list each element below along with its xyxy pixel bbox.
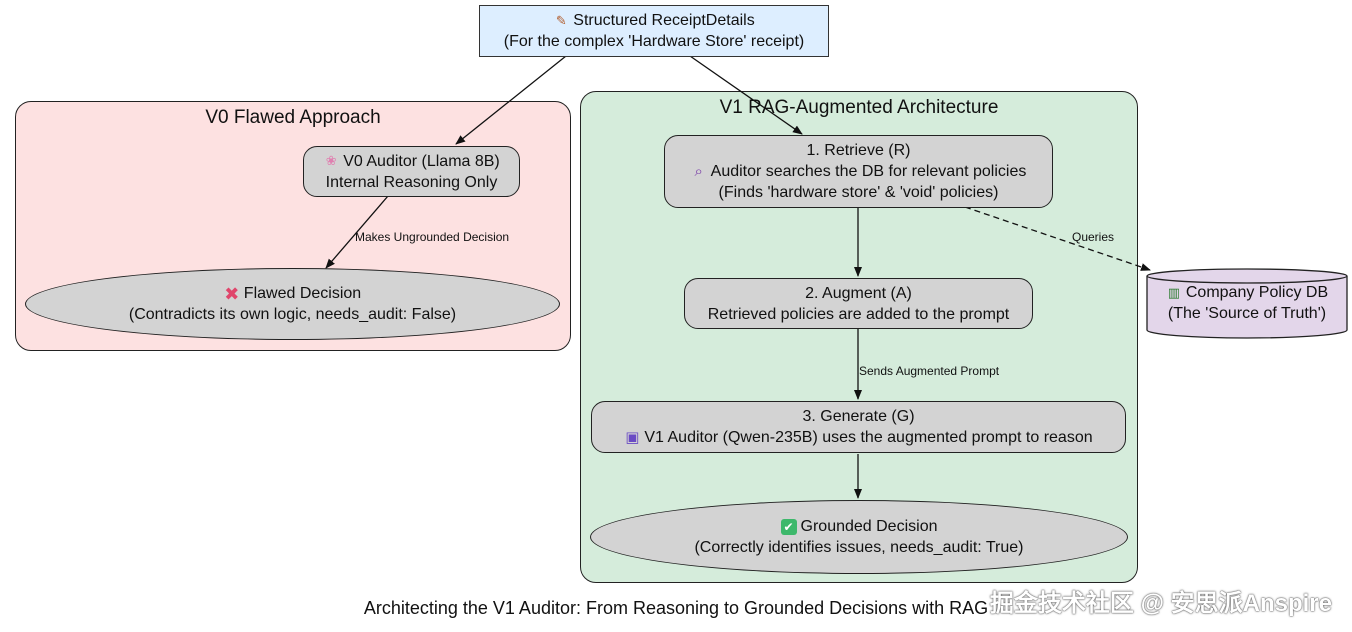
- edge-retrieve-to-db: [964, 206, 1151, 271]
- retrieve-description: Auditor searches the DB for relevant pol…: [710, 163, 1027, 180]
- retrieve-title: 1. Retrieve (R): [806, 142, 911, 159]
- flawed-decision-title: Flawed Decision: [243, 285, 362, 302]
- generate-description: V1 Auditor (Qwen-235B) uses the augmente…: [644, 429, 1093, 446]
- grounded-decision-node: ✔ Grounded Decision (Correctly identifie…: [590, 500, 1128, 574]
- receipt-details-title: Structured ReceiptDetails: [573, 12, 755, 29]
- flawed-decision-node: ✖ Flawed Decision (Contradicts its own l…: [25, 268, 560, 340]
- company-policy-db-node: ▥ Company Policy DB (The 'Source of Trut…: [1146, 268, 1348, 340]
- grounded-decision-subtitle: (Correctly identifies issues, needs_audi…: [694, 539, 1024, 556]
- v0-edge-label: Makes Ungrounded Decision: [355, 230, 510, 244]
- books-icon: ▥: [1167, 284, 1180, 300]
- augment-description: Retrieved policies are added to the prom…: [707, 305, 1010, 323]
- magnifier-icon: ⌕: [694, 162, 703, 180]
- robot-icon: ▣: [625, 428, 640, 446]
- v0-auditor-title: V0 Auditor (Llama 8B): [343, 152, 500, 170]
- db-title: Company Policy DB: [1185, 284, 1329, 301]
- receipt-details-node: ✎ Structured ReceiptDetails (For the com…: [479, 5, 829, 57]
- generate-node: 3. Generate (G) ▣ V1 Auditor (Qwen-235B)…: [591, 401, 1126, 453]
- v0-auditor-subtitle: Internal Reasoning Only: [325, 173, 498, 191]
- generate-title: 3. Generate (G): [802, 408, 915, 425]
- diagram-caption: Architecting the V1 Auditor: From Reason…: [363, 598, 989, 618]
- v0-cluster-title: V0 Flawed Approach: [205, 107, 381, 128]
- db-subtitle: (The 'Source of Truth'): [1167, 305, 1327, 322]
- queries-edge-label: Queries: [1072, 230, 1115, 244]
- edge-v0-auditor-to-flawed: [325, 195, 389, 269]
- retrieve-detail: (Finds 'hardware store' & 'void' policie…: [718, 184, 999, 201]
- brain-icon: ❀: [325, 153, 337, 168]
- edge-top-to-retrieve: [689, 55, 803, 135]
- flawed-decision-subtitle: (Contradicts its own logic, needs_audit:…: [128, 306, 457, 323]
- check-mark-icon: ✔: [780, 518, 797, 535]
- v0-auditor-node: ❀ V0 Auditor (Llama 8B) Internal Reasoni…: [303, 146, 520, 197]
- retrieve-node: 1. Retrieve (R) ⌕ Auditor searches the D…: [664, 135, 1053, 208]
- edge-top-to-v0-auditor: [455, 55, 567, 145]
- augment-title: 2. Augment (A): [805, 284, 912, 302]
- v1-edge-label: Sends Augmented Prompt: [859, 364, 1000, 378]
- watermark: 掘金技术社区 @ 安思派Anspire: [989, 590, 1332, 617]
- receipt-details-subtitle: (For the complex 'Hardware Store' receip…: [503, 33, 805, 50]
- augment-node: 2. Augment (A) Retrieved policies are ad…: [684, 278, 1033, 329]
- db-cylinder-shape: [1146, 268, 1348, 339]
- v1-cluster-title: V1 RAG-Augmented Architecture: [719, 97, 999, 118]
- memo-icon: ✎: [555, 12, 567, 28]
- cross-mark-icon: ✖: [224, 283, 240, 304]
- grounded-decision-title: Grounded Decision: [800, 518, 938, 535]
